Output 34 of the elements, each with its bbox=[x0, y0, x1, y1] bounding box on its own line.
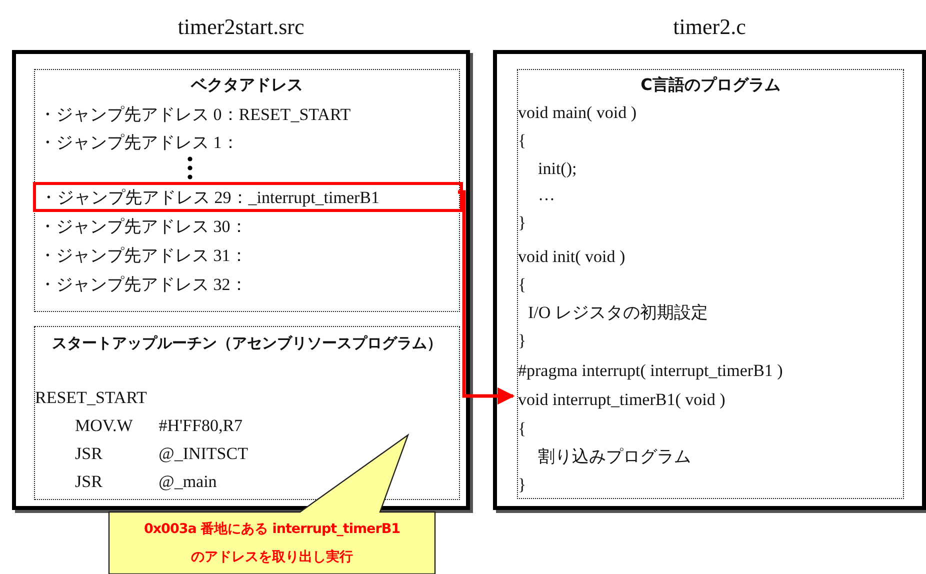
code-line: ・ジャンプ先アドレス 30： bbox=[39, 216, 248, 238]
code-line: 割り込みプログラム bbox=[538, 446, 691, 468]
section-heading: スタートアップルーチン（アセンブリソースプログラム） bbox=[51, 333, 443, 354]
section-heading: ベクタアドレス bbox=[190, 74, 304, 96]
code-line: I/O レジスタの初期設定 bbox=[528, 302, 708, 324]
code-line: void init( void ) bbox=[518, 246, 626, 268]
code-line: JSR @_main bbox=[75, 471, 217, 493]
code-line: init(); bbox=[538, 158, 577, 180]
callout-text: 0x003a 番地にある interrupt_timerB1 のアドレスを取り出し実行 bbox=[142, 520, 402, 567]
code-line: { bbox=[518, 274, 526, 296]
code-line: } bbox=[518, 474, 526, 496]
code-line: } bbox=[518, 330, 526, 352]
code-line: } bbox=[518, 212, 526, 234]
code-line: JSR @_INITSCT bbox=[75, 443, 248, 465]
code-section bbox=[517, 69, 904, 499]
highlight-box bbox=[33, 182, 463, 212]
code-line: ・ジャンプ先アドレス 32： bbox=[39, 274, 248, 296]
code-line: { bbox=[518, 130, 526, 152]
arrow bbox=[458, 190, 515, 405]
code-line: void interrupt_timerB1( void ) bbox=[518, 389, 726, 411]
section-heading: C言語のプログラム bbox=[640, 74, 782, 96]
file-name: timer2.c bbox=[672, 14, 747, 40]
code-line: ・ジャンプ先アドレス 31： bbox=[39, 245, 248, 267]
code-line: … bbox=[538, 184, 555, 206]
code-section bbox=[34, 69, 460, 312]
code-line: ・ジャンプ先アドレス 29：_interrupt_timerB1 bbox=[40, 187, 380, 209]
file-name: timer2start.src bbox=[176, 14, 306, 40]
code-line: #pragma interrupt( interrupt_timerB1 ) bbox=[518, 360, 783, 382]
code-line: void main( void ) bbox=[518, 102, 637, 124]
code-line: MOV.W #H'FF80,R7 bbox=[75, 415, 243, 437]
code-line: { bbox=[518, 418, 526, 440]
code-line: ・ジャンプ先アドレス 1： bbox=[39, 132, 239, 154]
code-line: ・ジャンプ先アドレス 0：RESET_START bbox=[39, 104, 351, 126]
code-line: RESET_START bbox=[35, 387, 147, 409]
